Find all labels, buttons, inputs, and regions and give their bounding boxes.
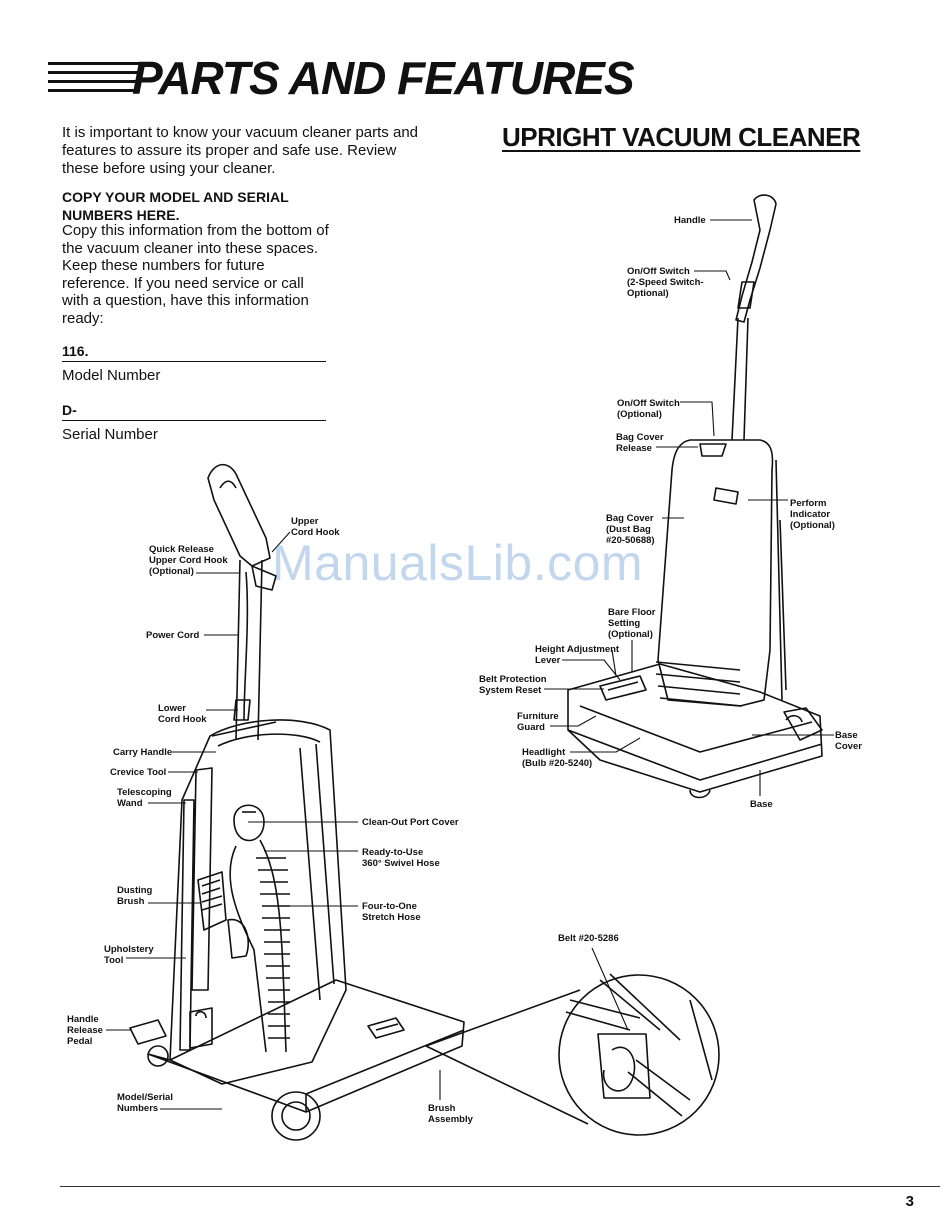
label-furniture-guard: Furniture Guard — [517, 711, 559, 733]
belt-detail-drawing — [425, 973, 720, 1136]
label-dusting-brush: Dusting Brush — [117, 885, 153, 907]
footer-rule — [60, 1186, 940, 1187]
label-headlight: Headlight (Bulb #20-5240) — [522, 747, 593, 769]
section-subtitle: UPRIGHT VACUUM CLEANER — [502, 122, 861, 152]
page-title: PARTS AND FEATURES — [132, 52, 635, 104]
label-brush-assembly: Brush Assembly — [428, 1103, 473, 1125]
label-model-serial: Model/Serial Numbers — [117, 1092, 173, 1114]
label-perform-indicator: Perform Indicator (Optional) — [790, 498, 835, 531]
label-belt: Belt #20-5286 — [558, 933, 619, 944]
rear-callout-lines — [106, 531, 629, 1110]
label-base-cover: Base Cover — [835, 730, 862, 752]
rear-vacuum-drawing — [129, 463, 465, 1141]
label-cleanout-port: Clean-Out Port Cover — [362, 817, 459, 828]
model-number-prefix: 116. — [62, 343, 89, 359]
label-stretch-hose: Four-to-One Stretch Hose — [362, 901, 421, 923]
title-rule-lines — [48, 62, 140, 96]
label-onoff-switch-mid: On/Off Switch (Optional) — [617, 398, 680, 420]
serial-number-label: Serial Number — [62, 426, 158, 443]
serial-number-prefix: D- — [62, 402, 77, 418]
label-lower-cord-hook: Lower Cord Hook — [158, 703, 207, 725]
label-bag-cover: Bag Cover (Dust Bag #20-50688) — [606, 513, 655, 546]
label-crevice-tool: Crevice Tool — [110, 767, 167, 778]
label-power-cord: Power Cord — [146, 630, 200, 641]
label-onoff-switch-top: On/Off Switch (2-Speed Switch- Optional) — [627, 266, 704, 299]
page-number: 3 — [905, 1193, 914, 1210]
serial-number-line[interactable] — [62, 420, 326, 421]
label-telescoping-wand: Telescoping Wand — [117, 787, 172, 809]
intro-paragraph: It is important to know your vacuum clea… — [62, 124, 419, 177]
label-height-adjustment: Height Adjustment Lever — [535, 644, 620, 666]
label-swivel-hose: Ready-to-Use 360° Swivel Hose — [362, 847, 440, 869]
label-carry-handle: Carry Handle — [113, 747, 173, 758]
label-handle: Handle — [674, 215, 706, 226]
label-quick-release: Quick Release Upper Cord Hook (Optional) — [149, 544, 228, 577]
label-base: Base — [750, 799, 773, 810]
label-upholstery-tool: Upholstery Tool — [104, 944, 154, 966]
copy-heading: COPY YOUR MODEL AND SERIAL NUMBERS HERE. — [62, 189, 289, 223]
model-number-line[interactable] — [62, 361, 326, 362]
watermark: ManualsLib.com — [272, 535, 644, 591]
label-handle-release-pedal: Handle Release Pedal — [67, 1014, 103, 1047]
label-upper-cord-hook: Upper Cord Hook — [291, 516, 340, 538]
upright-callout-lines — [544, 219, 834, 796]
label-bag-cover-release: Bag Cover Release — [616, 432, 664, 454]
label-bare-floor: Bare Floor Setting (Optional) — [608, 607, 656, 640]
model-number-label: Model Number — [62, 367, 161, 384]
label-belt-protection: Belt Protection System Reset — [479, 674, 547, 696]
copy-instructions: Copy this information from the bottom of… — [62, 222, 329, 327]
